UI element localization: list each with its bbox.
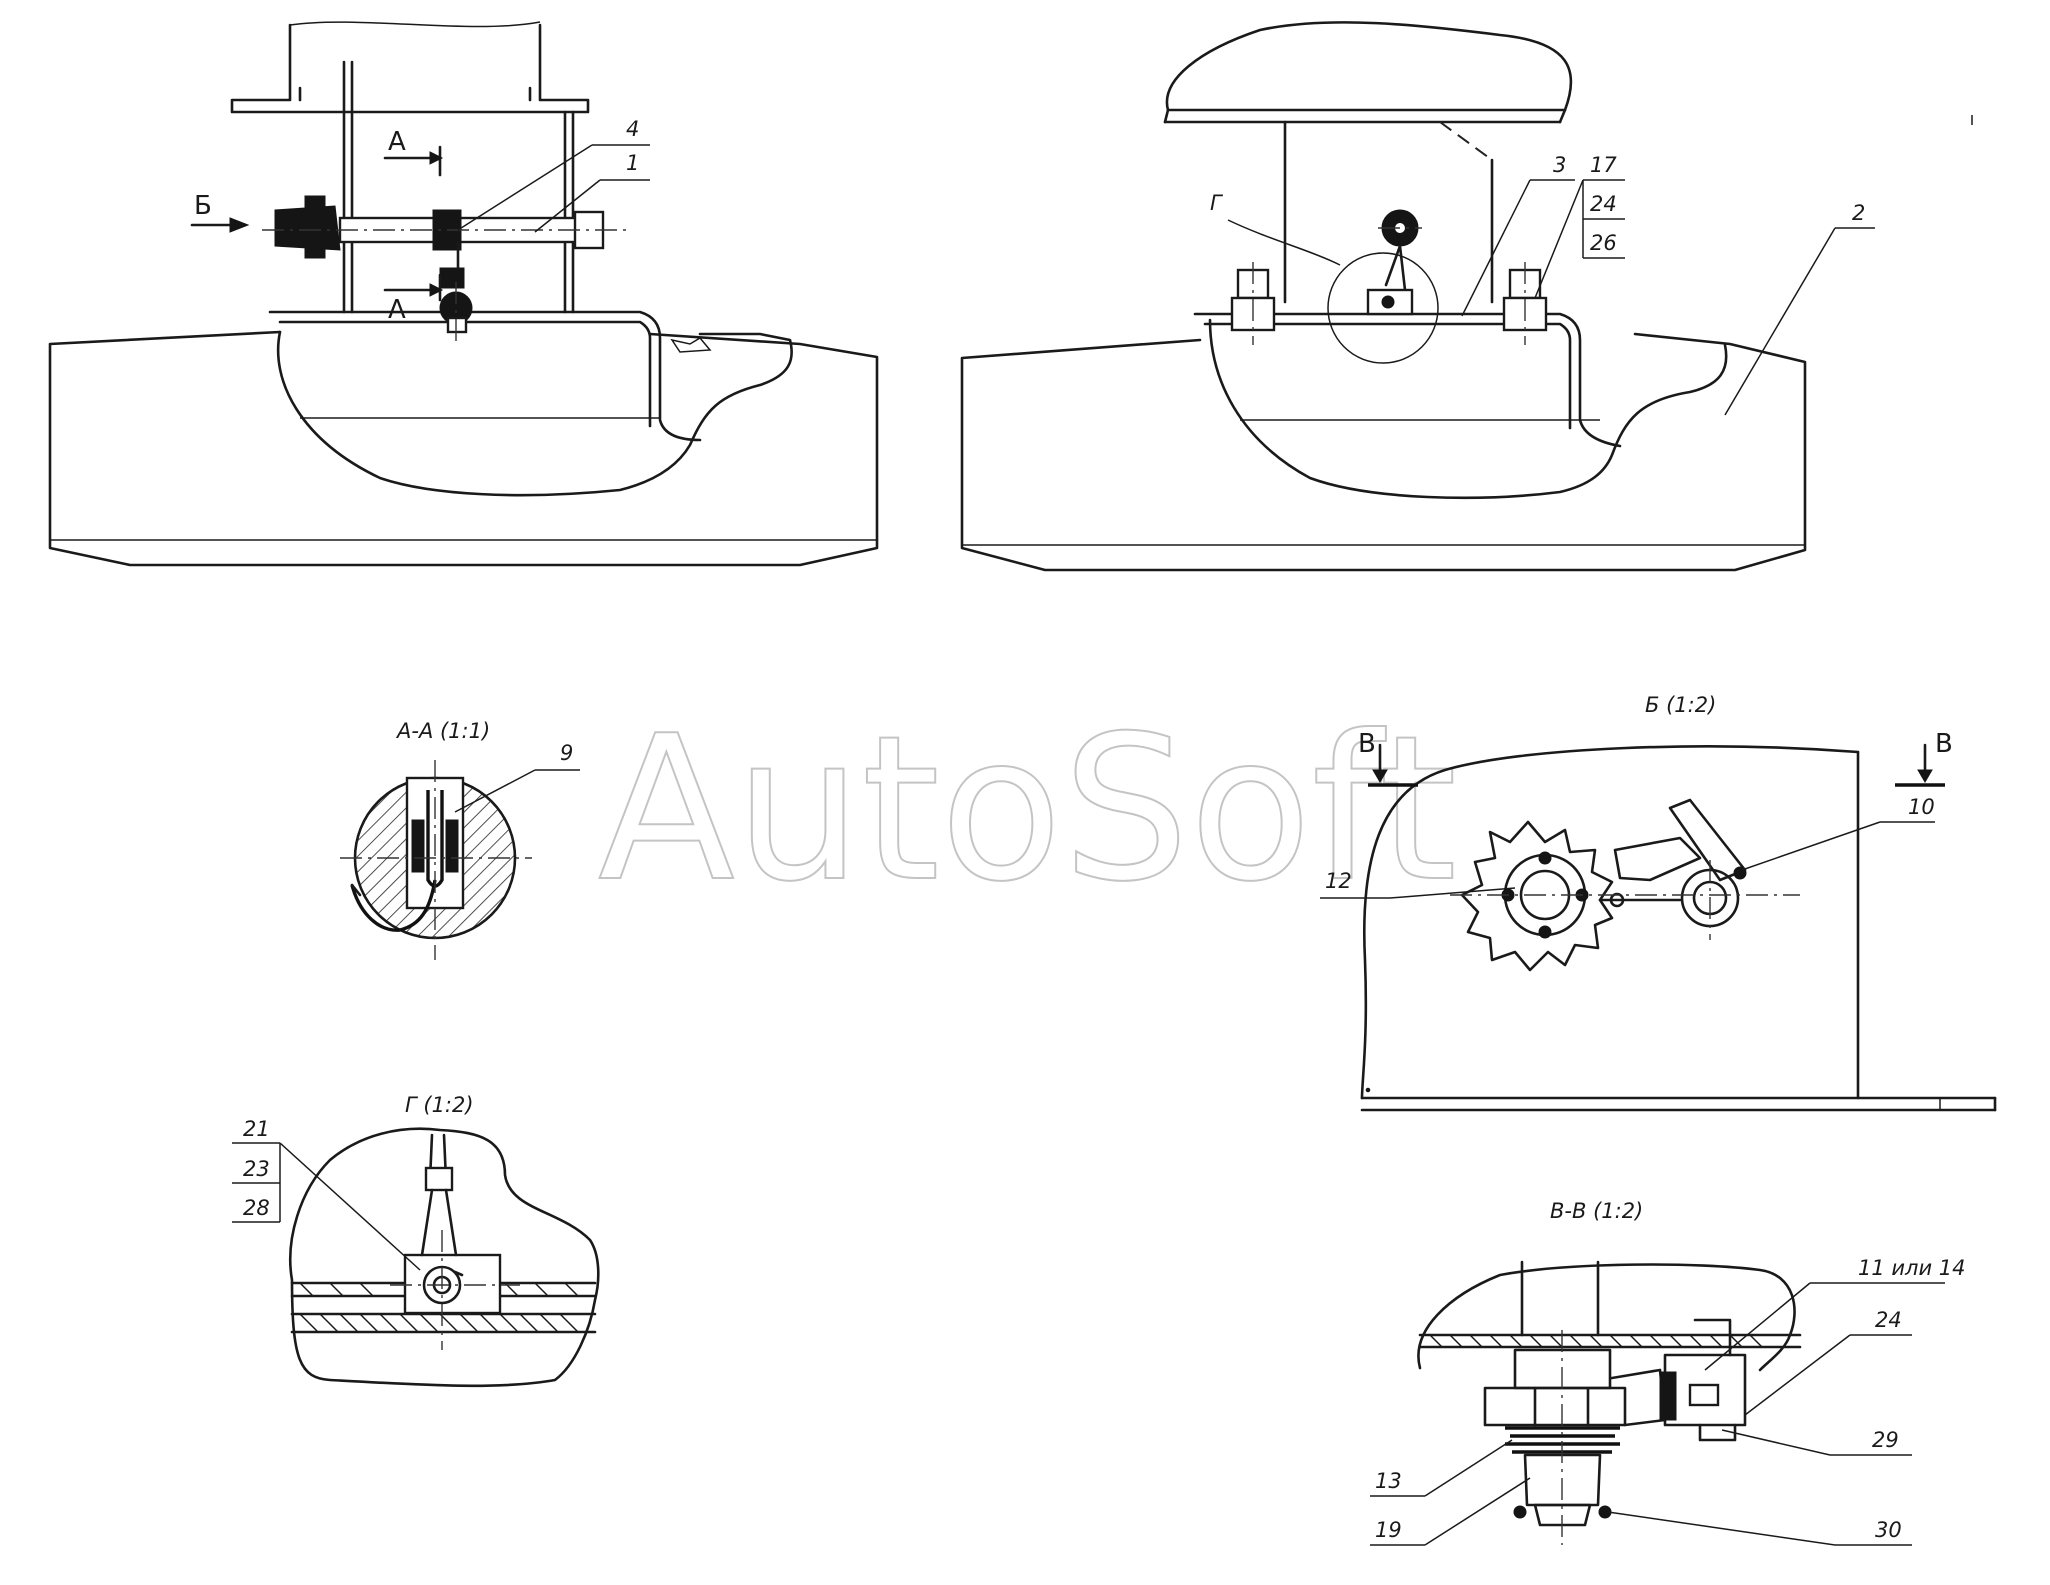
callout-4: 4 (626, 117, 639, 141)
view-b-arrow: Б (190, 191, 250, 233)
section-v-marker-left: В (1358, 729, 1376, 759)
callout-26: 26 (1590, 231, 1617, 255)
callout-17: 17 (1590, 153, 1617, 177)
watermark: AutoSoft (598, 693, 1457, 926)
section-vv-title: В-В (1:2) (1550, 1199, 1643, 1223)
callout-10: 10 (1908, 795, 1935, 819)
callout-12: 12 (1325, 869, 1352, 893)
view-g-marker: Г (1210, 191, 1224, 215)
callout-30: 30 (1875, 1518, 1902, 1542)
section-aa: А-А (1:1) 9 (340, 719, 580, 960)
callout-9: 9 (560, 741, 573, 765)
callout-29: 29 (1872, 1428, 1899, 1452)
section-aa-title: А-А (1:1) (395, 719, 490, 743)
view-b-title: Б (1:2) (1645, 693, 1716, 717)
callout-19: 19 (1375, 1518, 1402, 1542)
section-vv: В-В (1:2) 11 или 14 24 29 (1370, 1199, 1966, 1546)
svg-text:Б: Б (194, 191, 212, 221)
callout-13: 13 (1375, 1469, 1402, 1493)
callout-21: 21 (243, 1117, 270, 1141)
callout-28: 28 (243, 1196, 270, 1220)
callout-1: 1 (626, 151, 639, 175)
view-g: Г (1:2) 21 23 28 (232, 1093, 600, 1388)
callout-24-top: 24 (1590, 192, 1617, 216)
side-view-left: А А Б 4 1 (48, 21, 879, 567)
callout-2: 2 (1852, 201, 1865, 225)
callout-23: 23 (243, 1157, 270, 1181)
view-b: Б (1:2) В В 10 (1320, 693, 1997, 1112)
side-view-right: Г 3 17 24 26 2 (960, 21, 1875, 572)
svg-text:А: А (388, 295, 406, 325)
callout-3: 3 (1553, 153, 1566, 177)
section-a-marker: А А (383, 127, 444, 325)
view-g-title: Г (1:2) (405, 1093, 474, 1117)
callout-11-or-14: 11 или 14 (1858, 1256, 1966, 1280)
section-v-marker-right: В (1935, 729, 1953, 759)
svg-text:А: А (388, 127, 406, 157)
callout-24-bottom: 24 (1875, 1308, 1902, 1332)
